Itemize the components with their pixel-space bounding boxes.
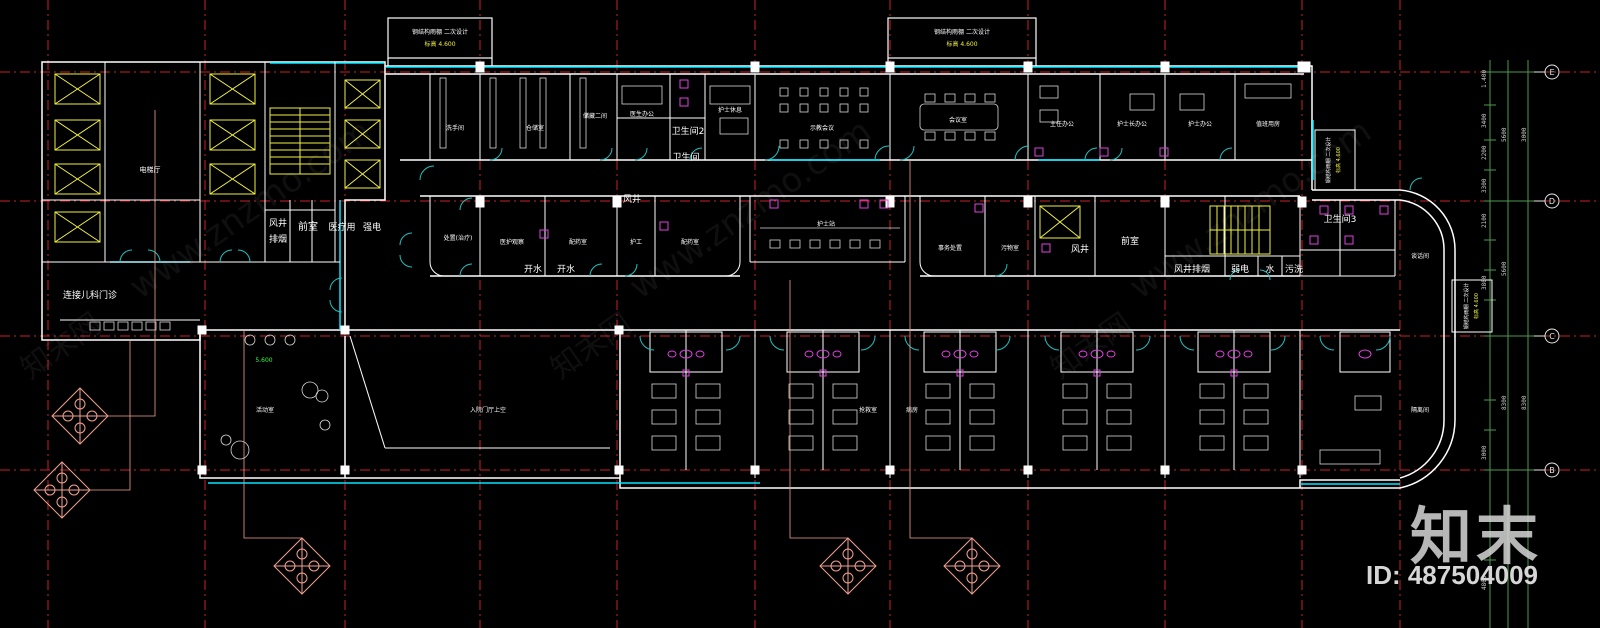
canopy-label-2: 钢结构雨棚 二次设计	[934, 28, 990, 36]
dim-7: 2100	[1481, 213, 1488, 228]
dim-3: 2200	[1481, 145, 1488, 160]
image-id: ID: 487504009	[1365, 560, 1538, 590]
label-restroom3: 卫生间3	[1324, 213, 1357, 225]
dim-13: 4800	[1481, 575, 1488, 590]
label-activity: 活动室	[256, 406, 274, 414]
label-nurse-office: 护士办公	[1188, 120, 1212, 128]
top-canopies	[387, 17, 1037, 66]
canopy-elev-1: 标高 4.600	[424, 40, 455, 48]
right-canopy-label-2: 钢结构雨棚 二次设计	[1463, 283, 1470, 330]
label-anteroom-left: 前室	[298, 220, 318, 233]
label-water2: 开水	[557, 263, 575, 275]
label-nurse-aid: 护工	[630, 238, 642, 246]
label-doctor-office: 医生办公	[630, 110, 654, 118]
partitions	[42, 61, 1396, 478]
label-wind: 风井	[1071, 243, 1089, 255]
label-weak-elec: 弱电	[1231, 263, 1249, 275]
label-training: 示教会议	[810, 124, 834, 132]
label-ward-a: 抢救室	[859, 406, 877, 414]
label-dirty: 污物室	[1001, 244, 1019, 252]
dim-11: 3000	[1481, 445, 1488, 460]
label-ward-b: 病房	[906, 406, 918, 414]
furniture	[89, 77, 1382, 465]
dim-10: 8300	[1501, 395, 1508, 410]
dimension-text: 1.400 3400 2200 3300 5600 3000 2100 3800…	[1481, 70, 1528, 590]
label-nurse-lounge: 护士休息	[718, 106, 742, 114]
label-smoke-exhaust: 排烟	[269, 233, 287, 245]
dim-12: 8300	[1521, 395, 1528, 410]
compass-symbols	[33, 387, 1001, 595]
label-director: 主任办公	[1050, 120, 1074, 128]
label-preparation: 配药室	[569, 238, 587, 246]
canopy-label-1: 钢结构雨棚 二次设计	[412, 28, 468, 36]
fixtures	[539, 79, 1389, 377]
label-water1: 开水	[524, 263, 542, 275]
dim-5: 5600	[1501, 127, 1508, 142]
label-nurse-station: 护士站	[817, 220, 835, 228]
watermark-site-2: www.znzmo.com	[622, 111, 878, 307]
axis-label-c: C	[1549, 332, 1555, 341]
stairs	[269, 107, 1271, 255]
right-canopies	[1314, 129, 1493, 333]
leader-lines	[90, 110, 972, 539]
label-medical-hall: 医疗用	[328, 221, 355, 233]
outer-walls	[41, 61, 1456, 489]
label-sewage: 污洗	[1285, 263, 1303, 275]
label-strong-elec: 强电	[363, 221, 381, 233]
dimension-lines	[1484, 60, 1534, 628]
axis-label-e: E	[1549, 68, 1554, 77]
label-wind-exhaust: 风井排烟	[1174, 263, 1210, 275]
label-storage-2: 储藏二间	[583, 112, 607, 120]
elevation-mark: 5.600	[255, 357, 272, 364]
label-corridor-outpatient: 连接儿科门诊	[63, 289, 117, 301]
label-fan-shaft: 风井	[269, 217, 287, 229]
watermark-cn-1: 知末网	[15, 306, 109, 386]
dim-6: 3000	[1521, 127, 1528, 142]
label-nursing-station: 医护观察	[500, 238, 524, 246]
label-elevator-hall: 电梯厅	[140, 165, 161, 174]
dim-4: 3300	[1481, 178, 1488, 193]
label-duty-room: 值班用房	[1256, 120, 1280, 128]
label-wind-shaft-mid: 风井	[623, 193, 641, 205]
watermark-cn-3: 知末网	[1045, 306, 1139, 386]
label-restroom2: 卫生间2	[672, 125, 705, 137]
brand-logo: 知末	[1409, 500, 1542, 573]
label-dispensary: 配药室	[681, 238, 699, 246]
watermark-cn-2: 知末网	[545, 306, 639, 386]
dim-9: 5600	[1501, 261, 1508, 276]
room-labels: 电梯厅 前室 医疗用 强电 风井 排烟 连接儿科门诊 洗手间 仓储室 储藏二间 …	[63, 106, 1429, 414]
doors	[119, 145, 1423, 351]
canopy-elev-2: 标高 4.600	[946, 40, 977, 48]
dim-8: 3800	[1481, 275, 1488, 290]
elevators	[54, 73, 1081, 243]
label-office: 事务处置	[938, 244, 962, 252]
label-isolation: 隔离间	[1411, 406, 1429, 414]
dim-2: 3400	[1481, 113, 1488, 128]
label-roof: 入院门厅上空	[470, 406, 506, 414]
label-store: 仓储室	[526, 124, 544, 132]
label-front-room: 前室	[1121, 235, 1139, 247]
dim-1: 1.400	[1481, 70, 1488, 88]
right-canopy-elev-1: 标高 4.600	[1335, 147, 1342, 173]
label-water3: 水	[1265, 263, 1274, 275]
axis-label-b: B	[1549, 466, 1555, 475]
axis-bubbles: E D C B	[1534, 64, 1560, 478]
label-meeting: 会议室	[949, 116, 967, 124]
label-consult: 谈话间	[1411, 252, 1429, 260]
label-treatment: 处置(治疗)	[444, 234, 473, 242]
right-canopy-elev-2: 标高 4.600	[1473, 293, 1480, 319]
label-restroom: 卫生间	[672, 151, 699, 163]
label-wash-room: 洗手间	[446, 124, 464, 132]
right-canopy-label-1: 钢结构雨棚 二次设计	[1325, 137, 1332, 184]
axis-label-d: D	[1549, 197, 1555, 206]
glazing	[110, 62, 1400, 485]
label-head-nurse: 护士长办公	[1117, 120, 1147, 128]
